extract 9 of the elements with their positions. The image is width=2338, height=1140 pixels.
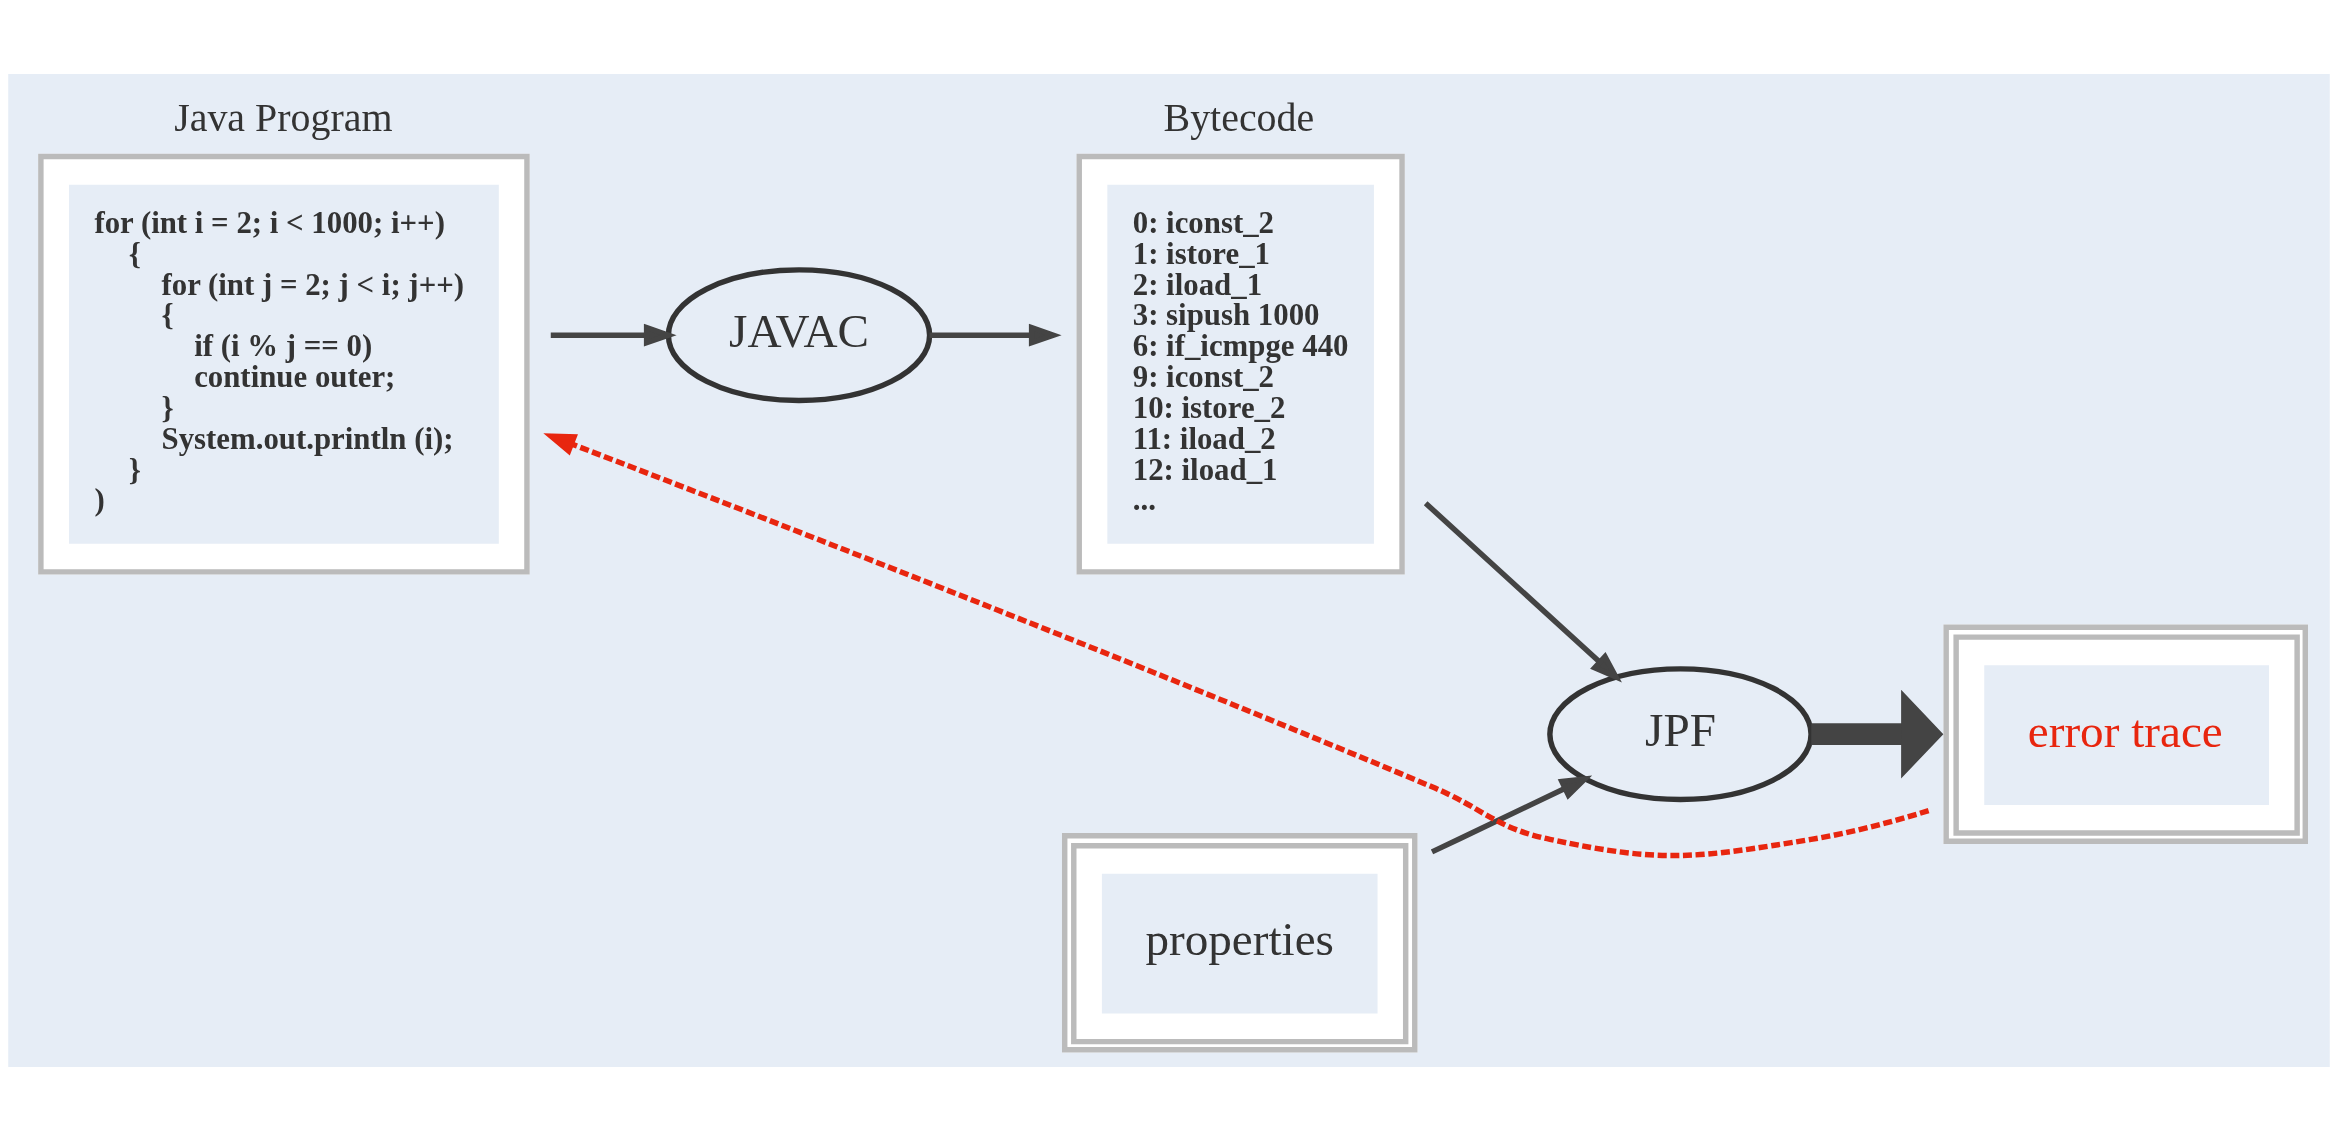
arrow — [1430, 774, 1593, 854]
arrow — [550, 323, 677, 347]
arrow — [929, 323, 1062, 347]
node-label: Bytecode — [1163, 94, 1315, 140]
arrow — [543, 432, 1930, 858]
arrow — [1811, 689, 1944, 779]
node-ellipse: JAVAC — [665, 266, 933, 403]
arrow — [1423, 500, 1622, 682]
node-label: Java Program — [174, 94, 393, 140]
